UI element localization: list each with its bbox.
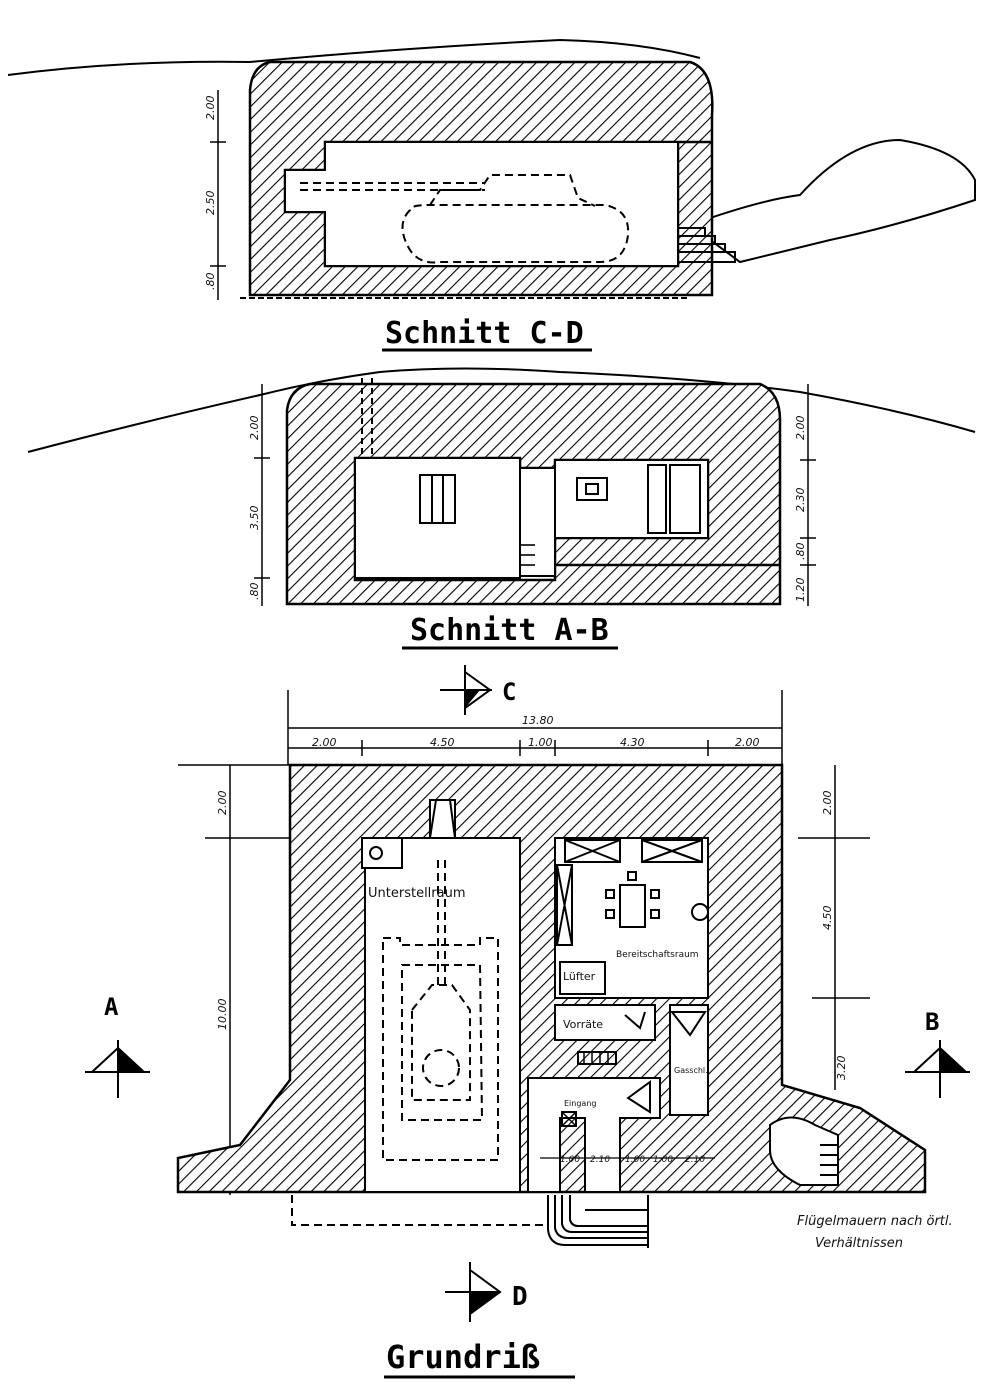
plan-right-dimensions — [798, 765, 870, 1090]
terrain-line-ab — [27, 367, 976, 453]
plan-stores-room — [554, 1004, 656, 1041]
terrain-line-cd — [7, 38, 701, 76]
section-ab-dim-right — [800, 384, 816, 606]
blast-door-icon — [577, 1051, 617, 1065]
steps-cd — [678, 227, 736, 263]
marker-a-label: A — [104, 993, 119, 1021]
plan-gaslock-room — [669, 1004, 709, 1116]
plan-entrance-bay — [769, 1116, 839, 1186]
plan-note-line-1: Flügelmauern nach örtl. — [797, 1214, 953, 1229]
dim-ab-right-3: 1.20 — [794, 578, 807, 603]
dim-inner-1: 2.10 — [590, 1155, 610, 1165]
section-ab-title: Schnitt A-B — [410, 613, 609, 648]
corridor-arrow-icon — [626, 1080, 651, 1114]
dim-ab-left-1: 3.50 — [248, 506, 261, 531]
plan: 13.80 2.00 4.50 1.00 4.30 2.00 2.00 10.0… — [176, 690, 953, 1251]
dim-plan-overall: 13.80 — [522, 714, 554, 727]
dim-ab-left-2: .80 — [248, 583, 261, 601]
section-ab: 2.00 3.50 .80 2.00 2.30 .80 1.20 Schnitt… — [27, 367, 976, 650]
dim-plan-right-0: 2.00 — [821, 791, 834, 816]
standby-furniture — [556, 839, 709, 995]
dim-ab-right-1: 2.30 — [794, 488, 807, 513]
plan-gun-embrasure — [428, 799, 457, 839]
plan-note-line-2: Verhältnissen — [815, 1236, 903, 1251]
entrance-box-icon — [561, 1111, 577, 1127]
room-label-entrance: Eingang — [564, 1099, 596, 1108]
stores-vent-icon — [624, 1011, 646, 1030]
terrain-hill-right — [687, 138, 976, 264]
dim-plan-top-4: 2.00 — [735, 736, 760, 749]
section-cd: 2.00 2.50 .80 Schnitt C-D — [7, 38, 976, 352]
dim-cd-0: 2.00 — [204, 96, 217, 121]
plan-tank-outline — [382, 860, 499, 1161]
dim-cd-2: .80 — [204, 273, 217, 291]
door-symbol-ab-2 — [647, 464, 667, 534]
steps-ab — [520, 544, 535, 566]
dim-ab-right-2: .80 — [794, 543, 807, 561]
section-ab-dim-left — [254, 384, 270, 606]
dim-plan-top-3: 4.30 — [620, 736, 645, 749]
dim-ab-left-0: 2.00 — [248, 416, 261, 441]
gaslock-vent-icon — [669, 1011, 707, 1037]
section-marker-b: B — [905, 1008, 970, 1098]
periscope-icon — [369, 846, 383, 860]
dim-plan-top-0: 2.00 — [312, 736, 337, 749]
dim-plan-top-2: 1.00 — [528, 736, 553, 749]
plan-top-dimensions — [287, 690, 783, 765]
room-label-fan: Lüfter — [563, 970, 596, 983]
room-label-shelter: Unterstellraum — [368, 886, 466, 901]
dim-inner-4: 2.10 — [685, 1155, 705, 1165]
room-label-stores: Vorräte — [563, 1018, 603, 1031]
section-cd-dimension-line — [210, 90, 226, 300]
room-label-standby: Bereitschaftsraum — [616, 950, 699, 960]
plan-entrance-steps — [820, 1144, 838, 1176]
section-marker-c: C — [440, 665, 516, 715]
section-marker-a: A — [85, 993, 150, 1098]
dim-plan-left-0: 2.00 — [216, 791, 229, 816]
vent-symbol-ab — [576, 477, 608, 501]
plan-foundation-dashed — [291, 1195, 545, 1226]
dim-plan-top-1: 4.50 — [430, 736, 455, 749]
section-ab-passage — [519, 467, 556, 577]
room-label-gaslock: Gasschl. — [674, 1066, 708, 1075]
blast-door-hatching — [583, 1052, 609, 1064]
door-symbol-ab-3 — [669, 464, 701, 534]
section-marker-d: D — [445, 1262, 528, 1322]
marker-d-label: D — [512, 1282, 528, 1312]
dim-inner-0: 1.00 — [560, 1155, 580, 1165]
dim-ab-right-0: 2.00 — [794, 416, 807, 441]
dim-inner-3: 1.00 — [653, 1155, 673, 1165]
marker-c-label: C — [502, 678, 516, 706]
plan-lower-steps — [547, 1195, 649, 1248]
dim-plan-right-2: 3.20 — [835, 1056, 848, 1081]
dim-plan-left-1: 10.00 — [216, 999, 229, 1031]
vent-symbol-ab-inner — [585, 483, 599, 495]
dim-plan-right-1: 4.50 — [821, 906, 834, 931]
tank-outline — [300, 174, 630, 264]
door-symbol-ab-1 — [419, 474, 456, 524]
dim-cd-1: 2.50 — [204, 191, 217, 216]
dim-inner-2: 1.00 — [625, 1155, 645, 1165]
plan-standby-room — [554, 837, 709, 999]
plan-corridor — [527, 1077, 661, 1193]
section-cd-title: Schnitt C-D — [385, 316, 584, 351]
marker-b-label: B — [925, 1008, 939, 1036]
plan-title: Grundriß — [386, 1338, 540, 1376]
